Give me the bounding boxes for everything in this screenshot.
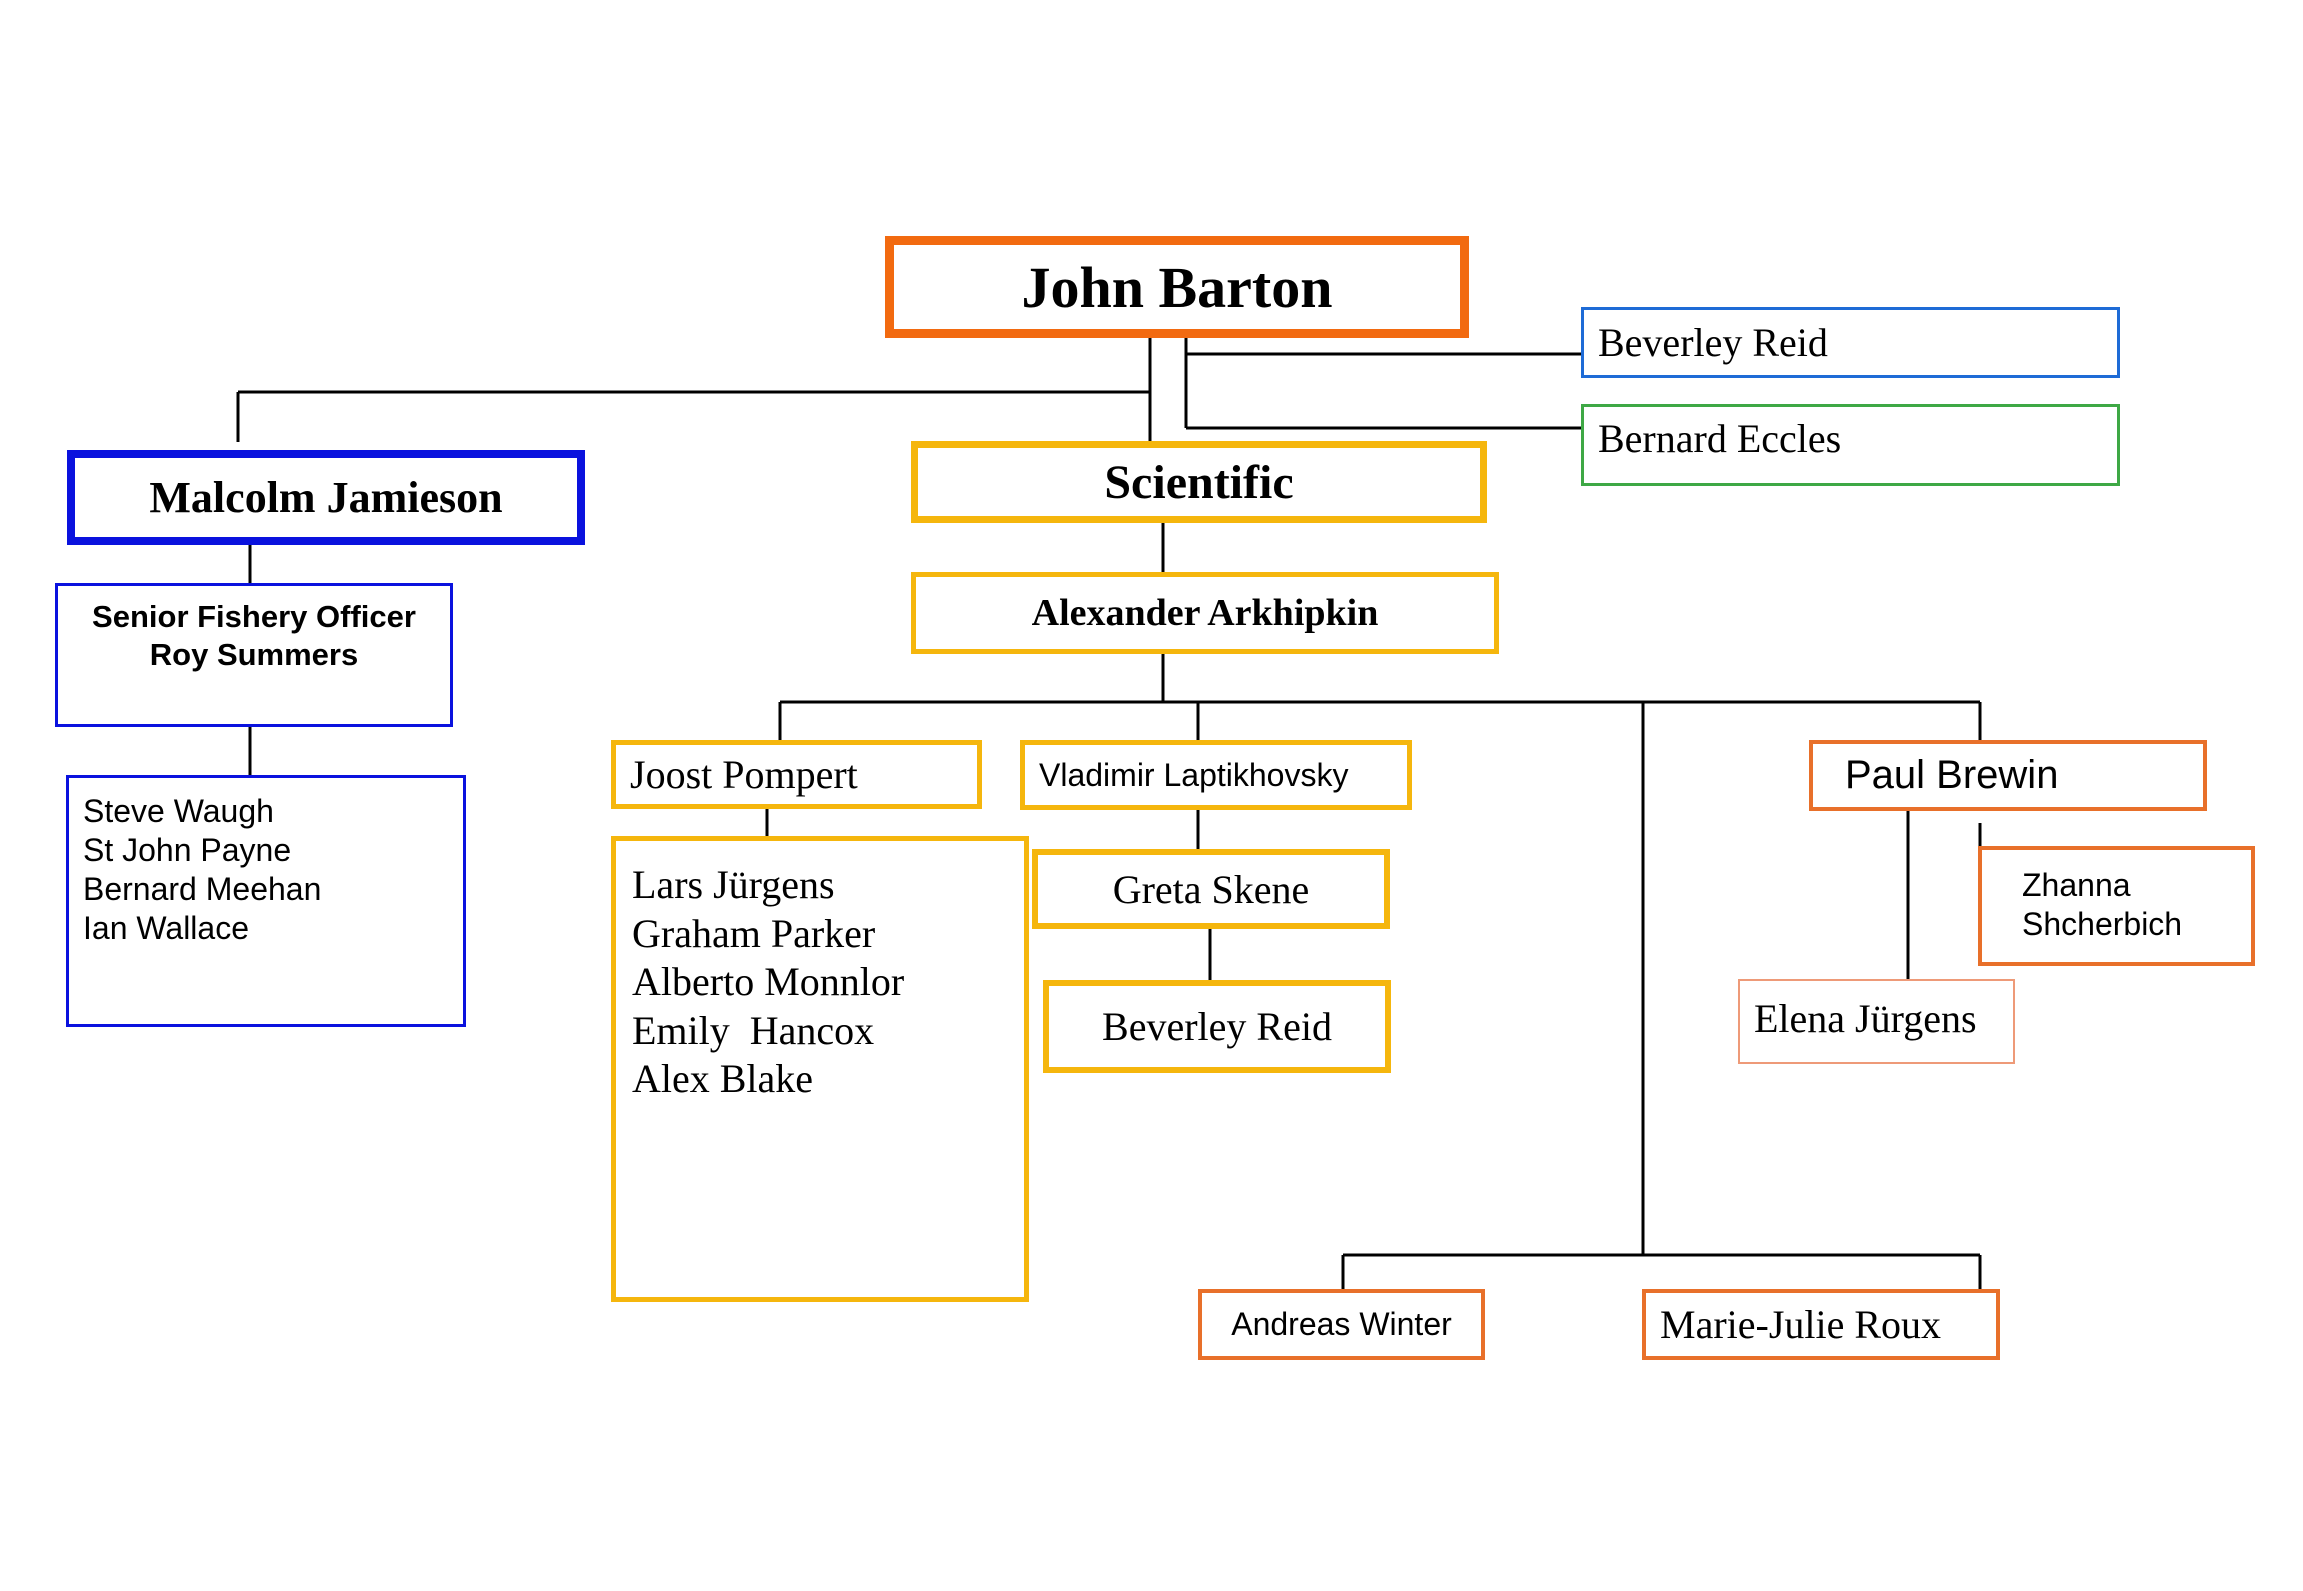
team-member: Graham Parker	[632, 910, 876, 956]
team-member: Emily Hancox	[632, 1007, 875, 1053]
node-malcolm-jamieson: Malcolm Jamieson	[67, 450, 585, 545]
person-first-name: Zhanna	[2022, 867, 2131, 903]
node-senior-fishery-officer: Senior Fishery Officer Roy Summers	[55, 583, 453, 727]
node-beverley-reid-top: Beverley Reid	[1581, 307, 2120, 378]
node-zhanna-shcherbich: Zhanna Shcherbich	[1978, 846, 2255, 966]
node-alexander-arkhipkin: Alexander Arkhipkin	[911, 572, 1499, 654]
person-last-name: Shcherbich	[2022, 906, 2183, 942]
node-elena-jurgens: Elena Jürgens	[1738, 979, 2015, 1064]
team-member: Alberto Monnlor	[632, 959, 905, 1004]
node-scientific: Scientific	[911, 441, 1487, 523]
node-marie-julie-roux: Marie-Julie Roux	[1642, 1289, 2000, 1360]
node-joost-team: Lars Jürgens Graham Parker Alberto Monnl…	[611, 836, 1029, 1302]
node-andreas-winter: Andreas Winter	[1198, 1289, 1485, 1360]
team-member: Steve Waugh	[83, 793, 274, 829]
node-bernard-eccles: Bernard Eccles	[1581, 404, 2120, 486]
node-john-barton: John Barton	[885, 236, 1469, 338]
team-member: Lars Jürgens	[632, 862, 835, 907]
team-member: St John Payne	[83, 832, 292, 868]
team-member: Ian Wallace	[83, 910, 249, 946]
node-greta-skene: Greta Skene	[1032, 849, 1390, 929]
team-member: Alex Blake	[632, 1056, 814, 1101]
team-member: Bernard Meehan	[83, 871, 322, 907]
officer-title: Senior Fishery Officer	[92, 599, 416, 634]
node-fishery-team: Steve Waugh St John Payne Bernard Meehan…	[66, 775, 466, 1027]
node-vladimir-laptikhovsky: Vladimir Laptikhovsky	[1020, 740, 1412, 810]
officer-name: Roy Summers	[149, 637, 359, 672]
node-paul-brewin: Paul Brewin	[1809, 740, 2207, 811]
node-joost-pompert: Joost Pompert	[611, 740, 982, 809]
node-beverley-reid-bottom: Beverley Reid	[1043, 980, 1391, 1073]
